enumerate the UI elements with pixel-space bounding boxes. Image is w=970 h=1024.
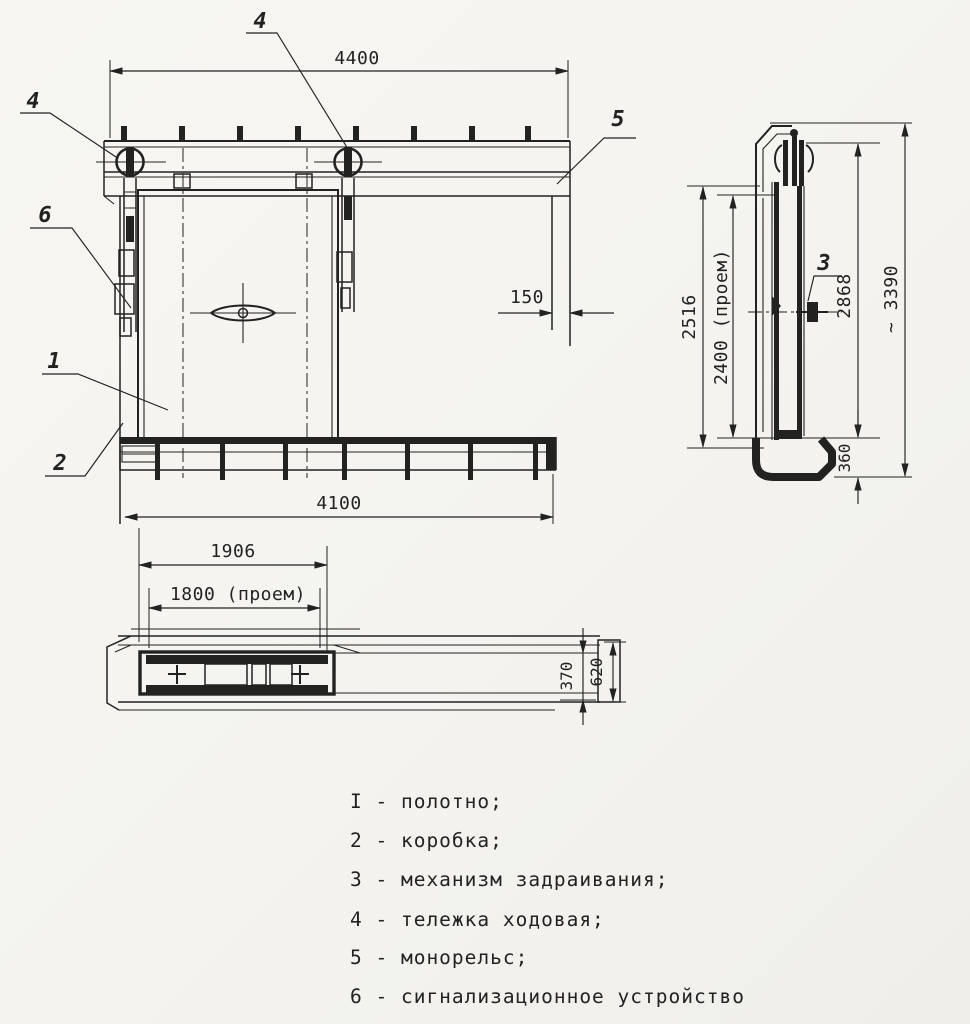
dim-360-text: 360 (835, 444, 854, 473)
callout-dogging-mechanism: 3 (816, 251, 830, 276)
legend-item-dogging-mechanism: 3 - механизм задраивания; (350, 868, 669, 891)
side-view: 2516 2400 (проем) 2868 360 ~ 3390 3 (679, 122, 912, 504)
front-view: 4400 (20, 9, 636, 524)
legend-item-frame: 2 - коробка; (350, 829, 503, 852)
dim-opening-height: 2400 (проем) (711, 194, 776, 439)
plan-body (106, 628, 621, 711)
dim-overlap: 150 (498, 196, 614, 346)
dim-leaf-width: 1906 (138, 528, 328, 652)
dim-2516-text: 2516 (679, 294, 700, 339)
legend-item-signal-device: 6 - сигнализационное устройство (350, 985, 745, 1008)
dim-2400-text: 2400 (проем) (711, 249, 732, 385)
legend-item-trolley: 4 - тележка ходовая; (350, 908, 605, 931)
dim-4100-text: 4100 (316, 493, 361, 514)
plan-door-leaf (138, 650, 336, 696)
legend-item-door-leaf: I - полотно; (350, 790, 503, 813)
trolley-right (314, 147, 382, 312)
dim-sill-height: 360 (835, 410, 862, 504)
callout-trolley-top: 4 (253, 9, 266, 34)
dim-370-text: 370 (557, 662, 576, 691)
trolley-left (96, 147, 166, 337)
dogging-mechanism (748, 302, 842, 322)
callout-signal-device: 6 (38, 203, 51, 228)
callout-monorail: 5 (611, 107, 624, 132)
dim-inner-depth: 370 (557, 628, 596, 725)
dim-monorail-length: 4400 (109, 48, 569, 138)
dim-1800-text: 1800 (проем) (170, 584, 306, 605)
dim-leaf-height: 2516 (679, 185, 764, 449)
callouts-front: 4 4 5 6 1 2 (20, 9, 636, 477)
sill (119, 437, 557, 480)
callout-door-leaf: 1 (47, 349, 60, 374)
dim-outer-depth: 620 (587, 641, 626, 703)
side-trolley (774, 129, 814, 186)
callout-frame: 2 (52, 451, 66, 476)
dim-2868-text: 2868 (834, 273, 855, 318)
monorail (103, 126, 571, 205)
dim-620-text: 620 (587, 658, 606, 687)
dim-3390-text: ~ 3390 (881, 265, 902, 333)
legend-item-monorail: 5 - монорельс; (350, 946, 528, 969)
dim-frame-width: 4100 (124, 474, 554, 524)
dim-150-text: 150 (510, 287, 544, 308)
dim-4400-text: 4400 (334, 48, 379, 69)
plan-view: 1906 1800 (проем) (106, 528, 626, 725)
dim-1906-text: 1906 (210, 541, 255, 562)
handwheel (190, 283, 296, 343)
dim-rail-height: 2868 (748, 142, 880, 439)
legend: I - полотно; 2 - коробка; 3 - механизм з… (350, 790, 745, 1008)
callout-trolley-left: 4 (26, 89, 39, 114)
door-leaf (137, 148, 339, 478)
dim-overall-height: ~ 3390 (881, 123, 909, 477)
bottom-coaming (752, 436, 912, 481)
dim-opening-width: 1800 (проем) (148, 584, 321, 648)
